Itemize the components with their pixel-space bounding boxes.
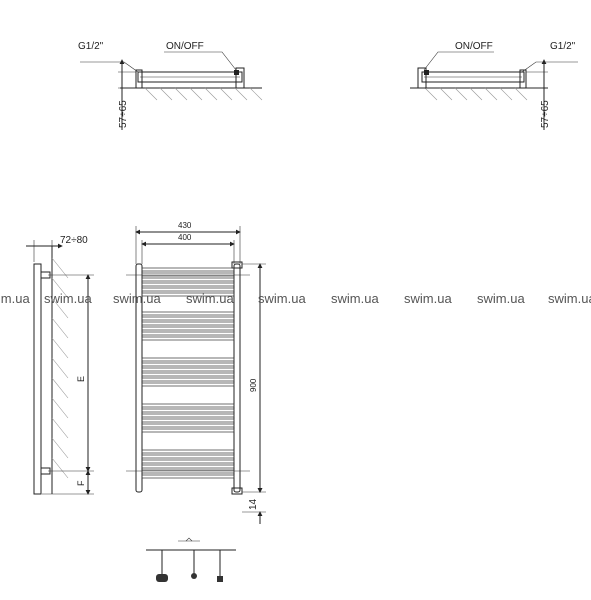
pipe-label: G1/2" xyxy=(550,41,576,52)
heating-rail xyxy=(141,469,235,474)
switch-block xyxy=(424,70,429,75)
f-label: F xyxy=(76,480,86,486)
top-left-plan-view: 57÷65 G1/2" ON/OFF xyxy=(78,41,263,130)
heating-rail xyxy=(141,326,235,331)
plug-left-icon xyxy=(156,574,168,582)
bottom-offset-label: 14 xyxy=(248,498,259,510)
heating-rail xyxy=(141,372,235,377)
pipe-label: G1/2" xyxy=(78,41,104,52)
heating-rail xyxy=(141,331,235,336)
radiator-top-profile xyxy=(137,71,243,83)
left-bracket xyxy=(417,67,427,89)
heating-rail xyxy=(141,316,235,321)
heating-rail xyxy=(141,282,235,287)
watermark: swim.ua xyxy=(477,291,525,306)
side-view: 72÷80 E F xyxy=(26,235,94,495)
heating-rail xyxy=(141,428,235,433)
heating-rail xyxy=(141,454,235,459)
heating-rail xyxy=(141,287,235,292)
plug-middle-icon xyxy=(191,573,197,579)
heating-rail xyxy=(141,408,235,413)
heating-rail xyxy=(141,423,235,428)
depth-label: 57÷65 xyxy=(540,100,551,128)
heating-rail xyxy=(141,321,235,326)
front-view: 430 400 900 14 xyxy=(126,221,266,524)
detail-tick xyxy=(185,537,193,542)
heating-rail xyxy=(141,357,235,362)
heating-rail xyxy=(141,311,235,316)
wall-hatch xyxy=(424,87,528,101)
plug-right-icon xyxy=(217,576,223,582)
heating-rail xyxy=(141,336,235,341)
right-bracket xyxy=(235,67,245,89)
depth-label: 57÷65 xyxy=(118,100,129,128)
wiring-detail xyxy=(146,537,236,582)
pipe-leader xyxy=(80,61,139,73)
radiator-top-profile xyxy=(421,71,525,83)
radiator-side-profile xyxy=(33,263,42,495)
heating-rail xyxy=(141,403,235,408)
heating-rails xyxy=(141,267,235,479)
right-bracket xyxy=(519,69,527,89)
watermark: swim.ua xyxy=(186,291,234,306)
heating-rail xyxy=(141,382,235,387)
watermark: swim.ua xyxy=(404,291,452,306)
bottom-cap xyxy=(231,487,243,495)
e-label: E xyxy=(76,376,86,382)
heating-rail xyxy=(141,413,235,418)
watermark: swim.ua xyxy=(113,291,161,306)
watermark: swim.ua xyxy=(331,291,379,306)
left-bracket xyxy=(135,69,143,89)
top-right-plan-view: 57÷65 ON/OFF G1/2" xyxy=(410,41,578,130)
heating-rail xyxy=(141,292,235,297)
switch-block xyxy=(234,70,239,75)
pipe-leader xyxy=(521,61,578,73)
heating-rail xyxy=(141,449,235,454)
offset-label: 72÷80 xyxy=(60,235,88,246)
heating-rail xyxy=(141,362,235,367)
watermark-row: swim.ua swim.ua swim.ua swim.ua swim.ua … xyxy=(0,291,591,306)
switch-leader xyxy=(423,51,494,71)
watermark: swim.ua xyxy=(548,291,591,306)
watermark: swim.ua xyxy=(0,291,30,306)
watermark: swim.ua xyxy=(258,291,306,306)
heating-rail xyxy=(141,377,235,382)
heating-rail xyxy=(141,474,235,479)
heating-rail xyxy=(141,418,235,423)
heating-rail xyxy=(141,464,235,469)
switch-leader xyxy=(164,51,237,71)
switch-label: ON/OFF xyxy=(455,41,493,52)
outer-width-label: 430 xyxy=(178,221,192,230)
heating-rail xyxy=(141,367,235,372)
top-cap xyxy=(231,261,243,269)
wall-hatch xyxy=(51,257,69,479)
heating-rail xyxy=(141,459,235,464)
watermark: swim.ua xyxy=(44,291,92,306)
heating-rail xyxy=(141,272,235,277)
wall-hatch xyxy=(144,87,263,101)
heating-rail xyxy=(141,277,235,282)
inner-width-label: 400 xyxy=(178,233,192,242)
right-collector xyxy=(233,263,241,493)
switch-label: ON/OFF xyxy=(166,41,204,52)
height-label: 900 xyxy=(249,378,258,392)
heating-rail xyxy=(141,267,235,272)
